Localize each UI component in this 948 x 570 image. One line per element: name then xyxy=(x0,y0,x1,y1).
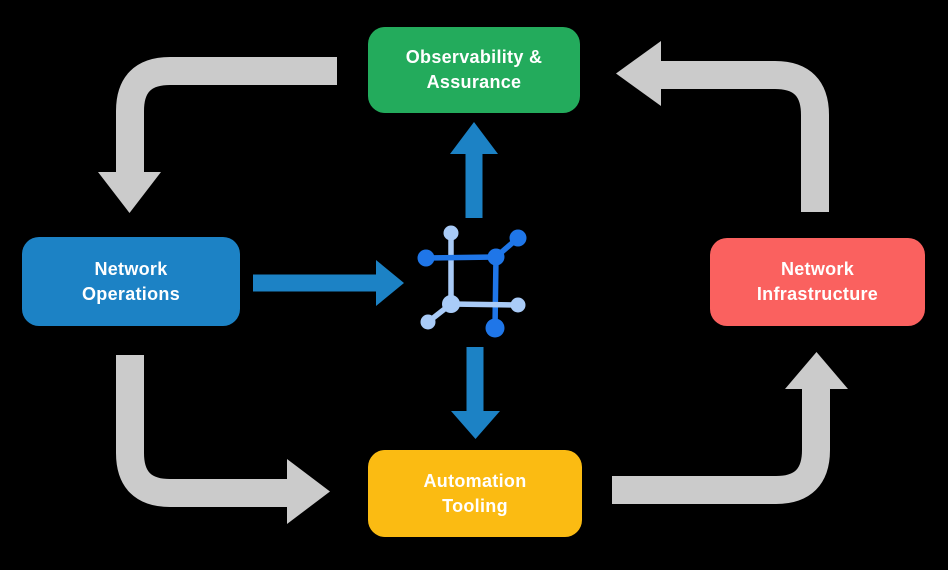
arrow-operations-to-center xyxy=(253,260,404,306)
arrow-operations-to-automation xyxy=(116,355,330,524)
node-network-operations: Network Operations xyxy=(22,237,240,326)
node-label-line1: Observability & xyxy=(405,47,543,67)
node-observability-assurance: Observability & Assurance xyxy=(368,27,580,113)
arrow-head-down-icon xyxy=(451,411,500,439)
arrow-center-to-observability xyxy=(450,122,498,218)
node-label-line2: Operations xyxy=(81,283,181,304)
arrow-automation-to-infrastructure xyxy=(612,352,848,504)
mesh-light-nodes xyxy=(420,225,526,330)
node-automation-tooling: Automation Tooling xyxy=(368,450,582,537)
node-label-line2: Infrastructure xyxy=(756,284,879,304)
node-label-line2: Assurance xyxy=(426,72,522,92)
arrow-observability-to-operations xyxy=(98,57,337,213)
arrow-shaft xyxy=(116,57,337,173)
node-label-line1: Network xyxy=(94,258,168,279)
network-mesh-icon xyxy=(417,225,527,338)
node-label-line1: Network xyxy=(780,259,855,279)
node-network-infrastructure: Network Infrastructure xyxy=(710,238,925,326)
arrow-shaft xyxy=(116,355,288,507)
arrow-shaft xyxy=(612,389,830,504)
arrow-head-right-icon xyxy=(376,260,404,306)
arrow-head-up-icon xyxy=(450,122,498,154)
arrow-shaft xyxy=(661,61,829,212)
arrow-head-left-icon xyxy=(616,41,661,106)
arrow-head-down-icon xyxy=(98,172,161,213)
arrow-head-up-icon xyxy=(785,352,848,389)
node-label-line2: Tooling xyxy=(442,495,508,516)
mesh-light-cross-line xyxy=(448,301,521,308)
mesh-dark-nodes xyxy=(417,229,527,338)
arrow-head-right-icon xyxy=(287,459,330,524)
arrow-center-to-automation xyxy=(451,347,500,439)
node-label-line1: Automation xyxy=(423,470,527,491)
arrow-infrastructure-to-observability xyxy=(616,41,829,212)
